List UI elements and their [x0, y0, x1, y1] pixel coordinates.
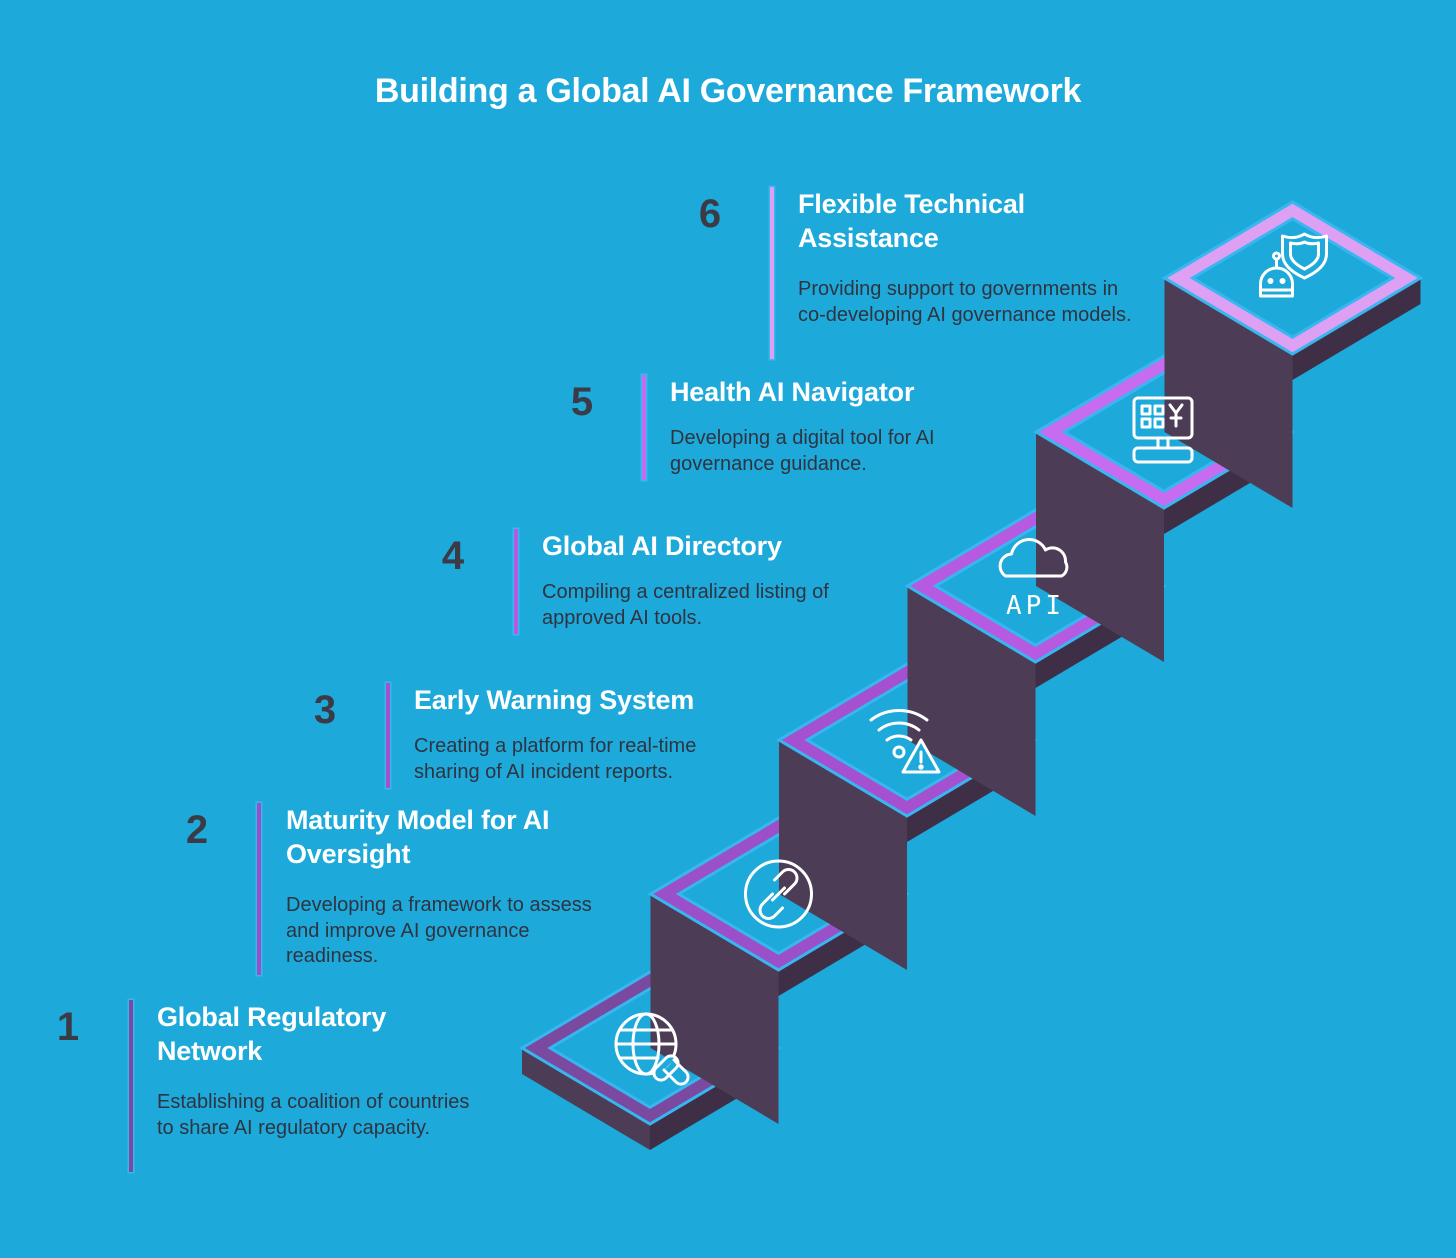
step-5-description: Developing a digital tool for AI governa… — [670, 426, 990, 477]
api-glyph-label: API — [1006, 591, 1065, 621]
step-1-title: Global Regulatory Network — [157, 1000, 477, 1068]
step-6-description: Providing support to governments in co-d… — [798, 277, 1138, 328]
step-5-title: Health AI Navigator — [670, 375, 1030, 409]
step-6-accent-bar — [770, 187, 774, 359]
step-3-description: Creating a platform for real-time sharin… — [414, 734, 744, 785]
step-3-accent-bar — [386, 683, 390, 788]
step-5-number: 5 — [552, 380, 612, 425]
step-2-number: 2 — [167, 808, 227, 853]
step-4-number: 4 — [423, 534, 483, 579]
step-2-title: Maturity Model for AI Oversight — [286, 803, 606, 871]
step-2-accent-bar — [257, 803, 261, 975]
step-4-accent-bar — [514, 529, 518, 634]
step-6-title: Flexible Technical Assistance — [798, 187, 1098, 255]
step-4-description: Compiling a centralized listing of appro… — [542, 580, 872, 631]
step-1-description: Establishing a coalition of countries to… — [157, 1090, 477, 1141]
step-3-title: Early Warning System — [414, 683, 774, 717]
step-1-number: 1 — [38, 1005, 98, 1050]
step-1-accent-bar — [129, 1000, 133, 1172]
step-3-number: 3 — [295, 688, 355, 733]
step-5-accent-bar — [642, 375, 646, 480]
step-2-description: Developing a framework to assess and imp… — [286, 893, 626, 970]
step-6-number: 6 — [680, 192, 740, 237]
step-4-title: Global AI Directory — [542, 529, 902, 563]
